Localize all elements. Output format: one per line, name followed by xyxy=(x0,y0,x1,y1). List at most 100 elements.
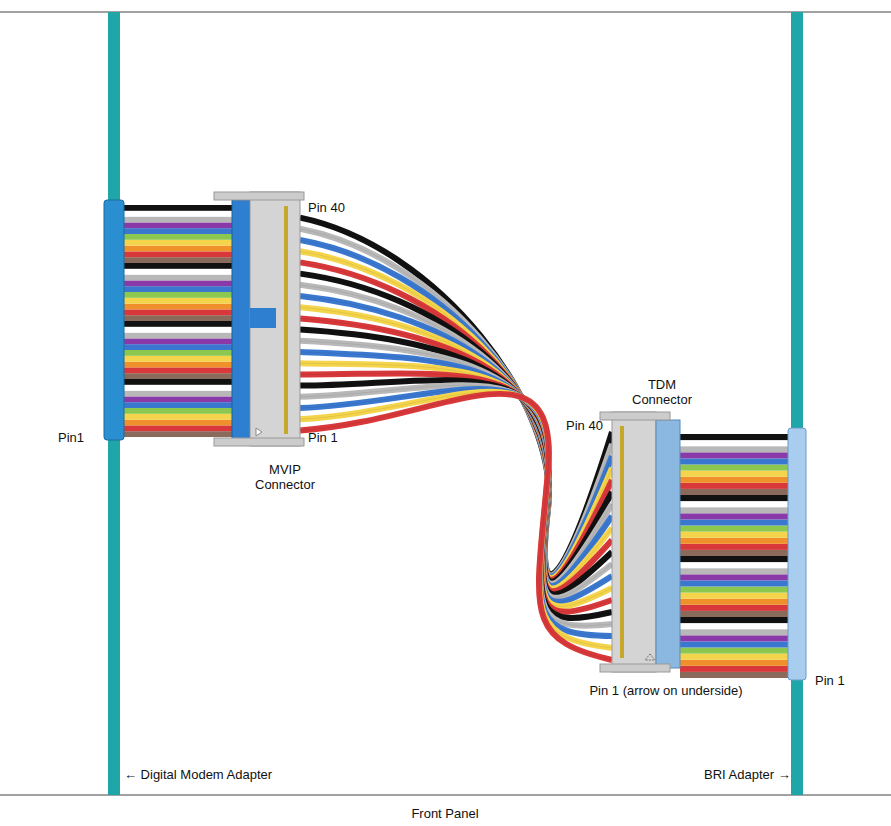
wire-stripe xyxy=(124,251,232,257)
wire-stripe xyxy=(124,391,232,397)
wire-stripe xyxy=(680,635,790,641)
pin-label: Pin 40 xyxy=(308,200,345,215)
wire-stripe xyxy=(680,440,790,446)
wire-stripe xyxy=(680,495,790,501)
wire-stripe xyxy=(124,333,232,339)
contact-strip xyxy=(284,206,288,434)
latch-tab xyxy=(214,438,304,446)
wire-stripe xyxy=(680,483,790,489)
key-tab xyxy=(250,308,276,328)
pin-label: BRI Adapter → xyxy=(704,767,791,782)
wire-stripe xyxy=(680,513,790,519)
pin1-arrow xyxy=(645,654,655,660)
wire-stripe xyxy=(680,458,790,464)
wire-stripe xyxy=(680,452,790,458)
wire-stripe xyxy=(680,629,790,635)
pin-label: Front Panel xyxy=(411,806,478,821)
wire-stripe xyxy=(124,263,232,269)
wire-stripe xyxy=(680,568,790,574)
wire-stripe xyxy=(680,660,790,666)
wire-stripe xyxy=(680,654,790,660)
wire-stripe xyxy=(124,414,232,420)
wire-stripe xyxy=(124,257,232,263)
wire-stripe xyxy=(680,611,790,617)
wire-stripe xyxy=(680,574,790,580)
wire-stripe xyxy=(680,580,790,586)
cable-wire xyxy=(300,296,612,586)
wire-stripe xyxy=(680,507,790,513)
cable-wire xyxy=(300,392,612,648)
wire-edge xyxy=(300,392,612,648)
crimp-bar xyxy=(232,200,250,440)
wire-stripe xyxy=(680,489,790,495)
contact-strip xyxy=(620,426,624,658)
wire-stripe xyxy=(680,446,790,452)
ribbon-right xyxy=(680,434,790,678)
latch-tab xyxy=(214,192,304,200)
wire-stripe xyxy=(124,362,232,368)
top-edge xyxy=(0,12,891,13)
wire-stripe xyxy=(124,211,232,217)
wire-stripe xyxy=(124,240,232,246)
wire-stripe xyxy=(124,315,232,321)
wire-stripe xyxy=(124,350,232,356)
wire-stripe xyxy=(680,666,790,672)
pin-label: Pin1 xyxy=(58,430,84,445)
crimp-bar xyxy=(656,420,680,668)
cable-wire xyxy=(300,285,612,584)
wire-stripe xyxy=(680,434,790,440)
board-connector xyxy=(788,428,806,680)
wire-stripe xyxy=(124,420,232,426)
wire-stripe xyxy=(680,465,790,471)
ribbon-left xyxy=(124,205,232,437)
pin-label: Pin 40 xyxy=(566,418,603,433)
wire-stripe xyxy=(124,385,232,391)
wire-stripe xyxy=(680,672,790,678)
pin-label: ← Digital Modem Adapter xyxy=(124,767,272,782)
wire-stripe xyxy=(680,562,790,568)
wire-stripe xyxy=(124,309,232,315)
pin-label: MVIP Connector xyxy=(240,462,330,492)
latch-tab xyxy=(600,664,670,672)
wire-stripe xyxy=(680,605,790,611)
wire-stripe xyxy=(680,648,790,654)
wire-stripe xyxy=(124,234,232,240)
wire-stripe xyxy=(124,408,232,414)
wire-stripe xyxy=(680,532,790,538)
ribbon-cable xyxy=(300,218,612,660)
wire-edge xyxy=(300,296,612,586)
wire-stripe xyxy=(680,519,790,525)
wire-stripe xyxy=(680,593,790,599)
wire-stripe xyxy=(680,477,790,483)
wire-stripe xyxy=(680,538,790,544)
wire-edge xyxy=(300,385,612,626)
wire-stripe xyxy=(680,641,790,647)
wire-stripe xyxy=(680,599,790,605)
cable-wire xyxy=(300,385,612,626)
wire-stripe xyxy=(680,617,790,623)
wire-stripe xyxy=(124,246,232,252)
cable-wire xyxy=(300,262,612,580)
wire-stripe xyxy=(124,356,232,362)
wire-stripe xyxy=(124,205,232,211)
cable-wire xyxy=(300,394,612,660)
wire-stripe xyxy=(680,556,790,562)
wire-stripe xyxy=(124,286,232,292)
pin-label: Pin 1 xyxy=(308,430,338,445)
wire-stripe xyxy=(124,396,232,402)
wire-stripe xyxy=(124,298,232,304)
wire-stripe xyxy=(124,373,232,379)
wire-stripe xyxy=(680,550,790,556)
wire-stripe xyxy=(680,544,790,550)
pin-label: Pin 1 xyxy=(815,673,845,688)
wire-stripe xyxy=(124,344,232,350)
wire-edge xyxy=(300,394,612,660)
wire-stripe xyxy=(124,367,232,373)
cable-wire xyxy=(300,373,612,611)
wire-stripe xyxy=(124,228,232,234)
front-panel-edge xyxy=(0,795,891,796)
pin-label: Pin 1 (arrow on underside) xyxy=(586,683,746,698)
wire-stripe xyxy=(124,327,232,333)
wire-stripe xyxy=(124,280,232,286)
